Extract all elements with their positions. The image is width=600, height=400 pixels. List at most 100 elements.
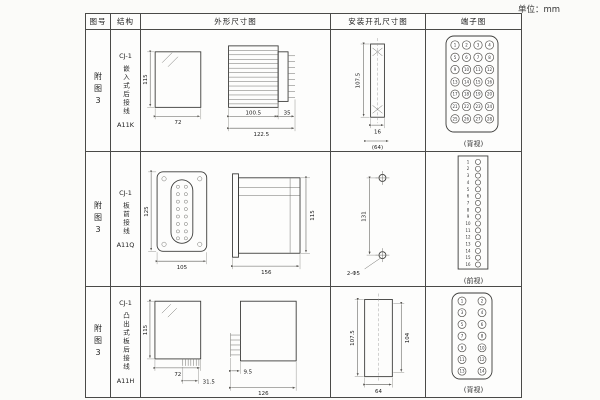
outline-drawing-a11h: 115 72 31.5 (143, 299, 297, 397)
fig-no-label: 附图3 (93, 323, 103, 361)
svg-text:8: 8 (467, 207, 470, 212)
svg-text:19: 19 (475, 92, 481, 97)
structure-cell-row3: CJ-1 凸出式板后接线 A11H (111, 287, 141, 397)
spec-table: 图号 结构 外形尺寸图 安装开孔尺寸图 端子图 附图3 CJ-1 嵌入式后接线 … (85, 13, 522, 398)
dim-hole-spacing-label: 131 (362, 211, 368, 221)
col-header-structure: 结构 (111, 14, 141, 30)
svg-text:9: 9 (467, 214, 470, 219)
dim-cutout-height-label: 107.5 (350, 330, 356, 346)
svg-text:17: 17 (452, 92, 458, 97)
terminal-view-caption: (背视) (463, 385, 484, 394)
svg-text:5: 5 (461, 321, 464, 326)
dim-total-depth-label: 156 (261, 270, 272, 276)
outline-drawing-a11q: 125 105 156 115 (144, 170, 316, 276)
svg-text:25: 25 (452, 116, 458, 121)
col-header-install: 安装开孔尺寸图 (331, 14, 426, 30)
structure-cell-row1: CJ-1 嵌入式后接线 A11K (111, 30, 141, 152)
terminal-view-caption: (背视) (463, 140, 484, 148)
svg-text:27: 27 (475, 116, 481, 121)
install-drawing-a11q: 131 2-Φ5 (347, 171, 390, 277)
svg-text:10: 10 (479, 345, 485, 350)
svg-text:2: 2 (465, 43, 468, 48)
fig-no-cell-row3: 附图3 (86, 287, 111, 397)
dim-holes-label: 2-Φ5 (347, 271, 360, 277)
install-drawing-a11h: 107.5 104 64 (350, 293, 411, 395)
svg-text:13: 13 (459, 368, 465, 373)
svg-text:22: 22 (464, 104, 470, 109)
svg-text:24: 24 (487, 104, 493, 109)
svg-text:10: 10 (464, 67, 470, 72)
svg-text:23: 23 (475, 104, 481, 109)
svg-text:7: 7 (467, 200, 470, 205)
svg-text:10: 10 (466, 221, 472, 226)
dim-cutout-width-label: 64 (375, 389, 382, 395)
mount-type-label: 板前接线 (121, 202, 130, 236)
svg-text:14: 14 (466, 248, 472, 253)
svg-text:9: 9 (454, 67, 457, 72)
dim-width-label: 72 (174, 372, 181, 378)
svg-text:20: 20 (487, 92, 493, 97)
svg-text:5: 5 (454, 55, 457, 60)
dim-total-depth-label: 122.5 (253, 132, 269, 138)
dim-plug-depth-label: 35 (284, 110, 291, 116)
fig-no-label: 附图3 (93, 72, 103, 109)
col-header-fig-no: 图号 (86, 14, 111, 30)
svg-text:7: 7 (477, 55, 480, 60)
dim-height-label: 115 (143, 325, 149, 335)
fig-no-cell-row2: 附图3 (86, 152, 111, 287)
dim-width-label: 105 (177, 265, 187, 271)
svg-text:1: 1 (467, 159, 470, 164)
terminal-view-caption: (前视) (463, 277, 484, 285)
unit-label: 单位：mm (517, 5, 560, 15)
svg-text:1: 1 (454, 43, 457, 48)
col-header-terminal: 端子图 (426, 14, 521, 30)
dim-total-depth-label: 126 (258, 391, 269, 397)
dim-cutout-height-label: 107.5 (356, 73, 362, 89)
svg-text:5: 5 (467, 187, 470, 192)
svg-text:12: 12 (487, 67, 493, 72)
model-label: CJ-1 (119, 52, 132, 60)
outline-drawing-a11k: 115 72 (143, 45, 296, 138)
install-cell-row3: 107.5 104 64 (331, 287, 426, 397)
svg-text:21: 21 (452, 104, 458, 109)
svg-text:8: 8 (481, 333, 484, 338)
svg-text:3: 3 (467, 173, 470, 178)
col-header-outline: 外形尺寸图 (141, 14, 331, 30)
svg-text:11: 11 (466, 228, 472, 233)
dim-height-label: 115 (143, 74, 149, 84)
svg-text:6: 6 (481, 321, 484, 326)
svg-text:7: 7 (461, 333, 464, 338)
outline-cell-row1: 115 72 (141, 30, 331, 152)
structure-cell-row2: CJ-1 板前接线 A11Q (111, 152, 141, 287)
svg-text:11: 11 (459, 357, 465, 362)
model-label: CJ-1 (119, 189, 132, 197)
dim-slot-width-label: 16 (374, 130, 381, 136)
svg-text:13: 13 (466, 242, 472, 247)
dim-inner-height-label: 104 (405, 332, 411, 343)
dim-body-depth-label: 100.5 (246, 110, 262, 116)
model-code-label: A11K (117, 121, 134, 129)
dim-span-label: (64) (372, 145, 383, 151)
svg-text:2: 2 (467, 166, 470, 171)
svg-text:4: 4 (481, 310, 484, 315)
svg-text:6: 6 (465, 55, 468, 60)
svg-text:3: 3 (461, 310, 464, 315)
model-code-label: A11Q (116, 241, 135, 249)
svg-text:1: 1 (461, 298, 464, 303)
model-code-label: A11H (116, 376, 135, 385)
model-label: CJ-1 (119, 299, 132, 308)
svg-text:4: 4 (488, 43, 491, 48)
svg-text:14: 14 (464, 79, 470, 84)
dim-width-label: 72 (175, 120, 182, 126)
svg-text:18: 18 (464, 92, 470, 97)
svg-text:4: 4 (467, 180, 470, 185)
